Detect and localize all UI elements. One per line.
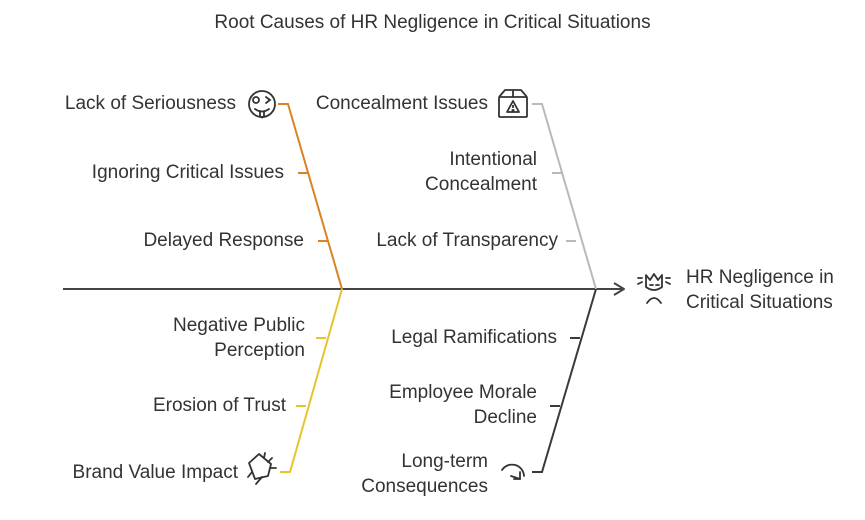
cause-legal-ramifications: Legal Ramifications	[391, 327, 557, 348]
effect-label-line2: Critical Situations	[686, 292, 833, 313]
cause-intentional-concealment-line2: Concealment	[425, 174, 537, 195]
category-label-lack-of-seriousness: Lack of Seriousness	[64, 93, 236, 114]
category-label-concealment-issues: Concealment Issues	[315, 93, 488, 114]
spine-arrowhead	[613, 282, 625, 296]
megaphone-icon	[247, 452, 277, 485]
bone-brand-value-impact	[280, 288, 343, 473]
cause-delayed-response: Delayed Response	[143, 230, 304, 251]
category-label-long-term-line1: Long-term	[401, 451, 488, 472]
downturn-arrow-icon	[501, 463, 525, 480]
cause-negative-public-perception-line2: Perception	[214, 340, 305, 361]
cause-employee-morale-decline-line1: Employee Morale	[389, 382, 537, 403]
effect-label-line1: HR Negligence in	[686, 267, 834, 288]
silly-face-icon	[248, 90, 276, 119]
category-label-brand-value-impact: Brand Value Impact	[72, 462, 238, 483]
cause-intentional-concealment-line1: Intentional	[449, 149, 537, 170]
bone-concealment-issues	[532, 103, 597, 290]
warning-box-icon	[498, 89, 528, 118]
bone-long-term-consequences	[532, 288, 597, 473]
category-label-long-term-line2: Consequences	[361, 476, 488, 497]
cause-lack-of-transparency: Lack of Transparency	[376, 230, 558, 251]
bone-lack-of-seriousness	[278, 103, 343, 290]
frustrated-face-icon	[637, 273, 671, 304]
cause-erosion-of-trust: Erosion of Trust	[152, 395, 286, 416]
cause-ignoring-critical-issues: Ignoring Critical Issues	[91, 162, 284, 183]
cause-negative-public-perception-line1: Negative Public	[172, 315, 305, 336]
diagram-title: Root Causes of HR Negligence in Critical…	[214, 12, 651, 33]
cause-employee-morale-decline-line2: Decline	[473, 407, 537, 428]
